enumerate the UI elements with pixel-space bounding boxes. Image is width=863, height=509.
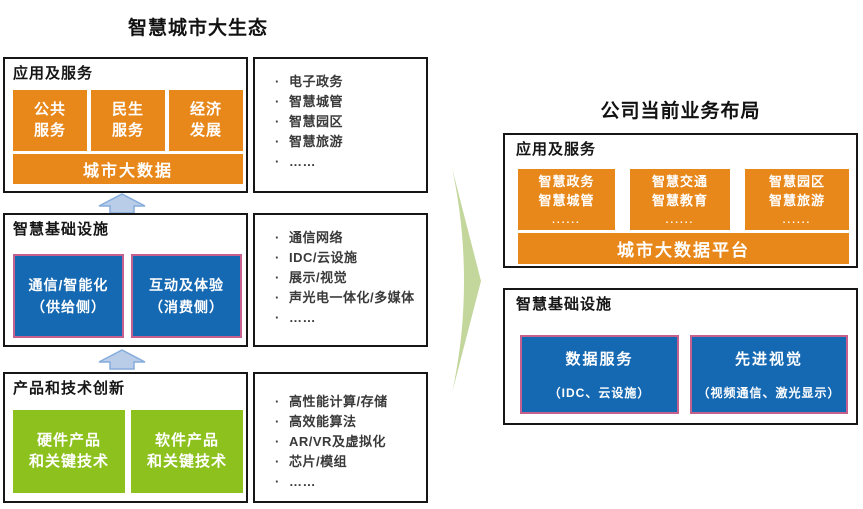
right-diagram-title: 公司当前业务布局 xyxy=(600,101,761,122)
ellipsis-text: ...... xyxy=(552,215,581,227)
bullet-icon: · xyxy=(275,74,280,89)
cell-hardware-products-text: 硬件产品 和关键技术 xyxy=(28,432,109,470)
cell-interaction-experience-text: 互动及体验 （消费侧） xyxy=(149,276,224,315)
bullet-icon: · xyxy=(275,474,280,489)
bullet-icon: · xyxy=(275,94,280,109)
bullet-icon: · xyxy=(275,310,280,325)
list-item-text: 智慧园区 xyxy=(289,114,344,129)
list-item: · 智慧城管 xyxy=(275,92,422,112)
list-item: · 电子政务 xyxy=(275,72,422,92)
bullet-icon: · xyxy=(275,290,280,305)
cell-smart-traffic-edu: 智慧交通 智慧教育 ...... xyxy=(630,169,730,230)
ellipsis-text: ...... xyxy=(782,215,812,227)
cell-comm-intelligence: 通信/智能化 （供给侧） xyxy=(13,254,124,338)
list-item: · …… xyxy=(275,308,422,328)
left-panel-infrastructure: 智慧基础设施 通信/智能化 （供给侧） 互动及体验 （消费侧） xyxy=(3,213,248,347)
right-panel-apps-label: 应用及服务 xyxy=(516,141,597,158)
left-list-products: · 高性能计算/存储 · 高效能算法 · AR/VR及虚拟化 · 芯片/模组 · …… xyxy=(253,372,428,503)
cell-advanced-vision-subtitle: （视频通信、激光显示） xyxy=(697,386,841,400)
cell-public-services: 公共 服务 xyxy=(13,90,87,151)
left-panel-apps-label: 应用及服务 xyxy=(13,65,94,82)
left-list-infrastructure: · 通信网络 · IDC/云设施 · 展示/视觉 · 声光电一体化/多媒体 · …… xyxy=(253,213,428,347)
list-item-text: 智慧城管 xyxy=(289,94,344,109)
cell-software-products: 软件产品 和关键技术 xyxy=(131,410,243,493)
list-item: · IDC/云设施 xyxy=(275,248,422,268)
list-item-text: 智慧旅游 xyxy=(289,134,344,149)
left-panel-apps-services: 应用及服务 公共 服务 民生 服务 经济 发展 城市大数据 xyxy=(3,57,248,193)
list-item: · 高性能计算/存储 xyxy=(275,392,422,412)
left-panel-infra-label: 智慧基础设施 xyxy=(13,221,110,238)
bullet-icon: · xyxy=(275,414,280,429)
cell-advanced-vision: 先进视觉 （视频通信、激光显示） xyxy=(690,335,848,414)
cell-comm-intelligence-text: 通信/智能化 （供给侧） xyxy=(28,276,109,315)
list-item-text: 电子政务 xyxy=(289,74,344,89)
right-panel-infrastructure: 智慧基础设施 数据服务 （IDC、云设施） 先进视觉 （视频通信、激光显示） xyxy=(503,288,858,425)
list-item: · 通信网络 xyxy=(275,228,422,248)
list-item-text: AR/VR及虚拟化 xyxy=(289,434,386,449)
bullet-icon: · xyxy=(275,134,280,149)
cell-public-services-text: 公共 服务 xyxy=(33,101,66,139)
list-item: · 智慧园区 xyxy=(275,112,422,132)
list-item-text: 高效能算法 xyxy=(289,414,357,429)
list-item-text: 高性能计算/存储 xyxy=(289,394,388,409)
list-item: · 展示/视觉 xyxy=(275,268,422,288)
cell-data-services: 数据服务 （IDC、云设施） xyxy=(520,335,679,414)
cell-hardware-products: 硬件产品 和关键技术 xyxy=(13,410,125,493)
left-diagram-title: 智慧城市大生态 xyxy=(127,18,268,39)
bullet-icon: · xyxy=(275,394,280,409)
bullet-icon: · xyxy=(275,270,280,285)
list-item: · 高效能算法 xyxy=(275,412,422,432)
right-arrow-icon xyxy=(452,168,481,393)
cell-livelihood-services: 民生 服务 xyxy=(91,90,165,151)
list-item-text: …… xyxy=(289,310,316,325)
cell-smart-park-tourism: 智慧园区 智慧旅游 ...... xyxy=(745,169,849,230)
bullet-icon: · xyxy=(275,454,280,469)
left-panel-products-label: 产品和技术创新 xyxy=(13,380,126,397)
left-list-apps: · 电子政务 · 智慧城管 · 智慧园区 · 智慧旅游 · …… xyxy=(253,57,428,193)
right-panel-infra-label: 智慧基础设施 xyxy=(516,296,613,313)
cell-interaction-experience: 互动及体验 （消费侧） xyxy=(131,254,242,338)
cell-advanced-vision-title: 先进视觉 xyxy=(734,351,803,368)
bullet-icon: · xyxy=(275,434,280,449)
cell-economic-development-text: 经济 发展 xyxy=(189,101,222,139)
bullet-icon: · xyxy=(275,250,280,265)
list-item-text: …… xyxy=(289,154,316,169)
bullet-icon: · xyxy=(275,154,280,169)
list-item-text: IDC/云设施 xyxy=(289,250,358,265)
cell-livelihood-services-text: 民生 服务 xyxy=(111,101,144,139)
cell-data-services-subtitle: （IDC、云设施） xyxy=(548,386,651,400)
right-panel-apps-services: 应用及服务 智慧政务 智慧城管 ...... 智慧交通 智慧教育 ...... … xyxy=(503,133,858,268)
bullet-icon: · xyxy=(275,114,280,129)
ellipsis-text: ...... xyxy=(665,215,695,227)
left-panel-products-tech: 产品和技术创新 硬件产品 和关键技术 软件产品 和关键技术 xyxy=(3,372,248,503)
cell-economic-development: 经济 发展 xyxy=(169,90,243,151)
list-item: · AR/VR及虚拟化 xyxy=(275,432,422,452)
cell-software-products-text: 软件产品 和关键技术 xyxy=(146,432,227,470)
bullet-icon: · xyxy=(275,230,280,245)
list-item: · 声光电一体化/多媒体 xyxy=(275,288,422,308)
list-item-text: 芯片/模组 xyxy=(289,454,348,469)
cell-smart-gov-citymgmt-text: 智慧政务 智慧城管 xyxy=(538,173,595,208)
cell-data-services-title: 数据服务 xyxy=(565,351,634,368)
bar-city-big-data-platform: 城市大数据平台 xyxy=(518,233,849,264)
cell-smart-gov-citymgmt: 智慧政务 智慧城管 ...... xyxy=(518,169,615,230)
cell-smart-traffic-edu-text: 智慧交通 智慧教育 xyxy=(651,173,708,208)
list-item-text: 声光电一体化/多媒体 xyxy=(289,290,415,305)
cell-smart-park-tourism-text: 智慧园区 智慧旅游 xyxy=(768,173,825,208)
up-arrow-icon xyxy=(98,193,146,214)
up-arrow-icon xyxy=(98,349,146,370)
list-item-text: 通信网络 xyxy=(289,230,344,245)
list-item-text: …… xyxy=(289,474,316,489)
bar-city-big-data: 城市大数据 xyxy=(13,154,243,184)
list-item: · 智慧旅游 xyxy=(275,132,422,152)
list-item: · …… xyxy=(275,472,422,492)
list-item: · …… xyxy=(275,152,422,172)
list-item: · 芯片/模组 xyxy=(275,452,422,472)
list-item-text: 展示/视觉 xyxy=(289,270,348,285)
